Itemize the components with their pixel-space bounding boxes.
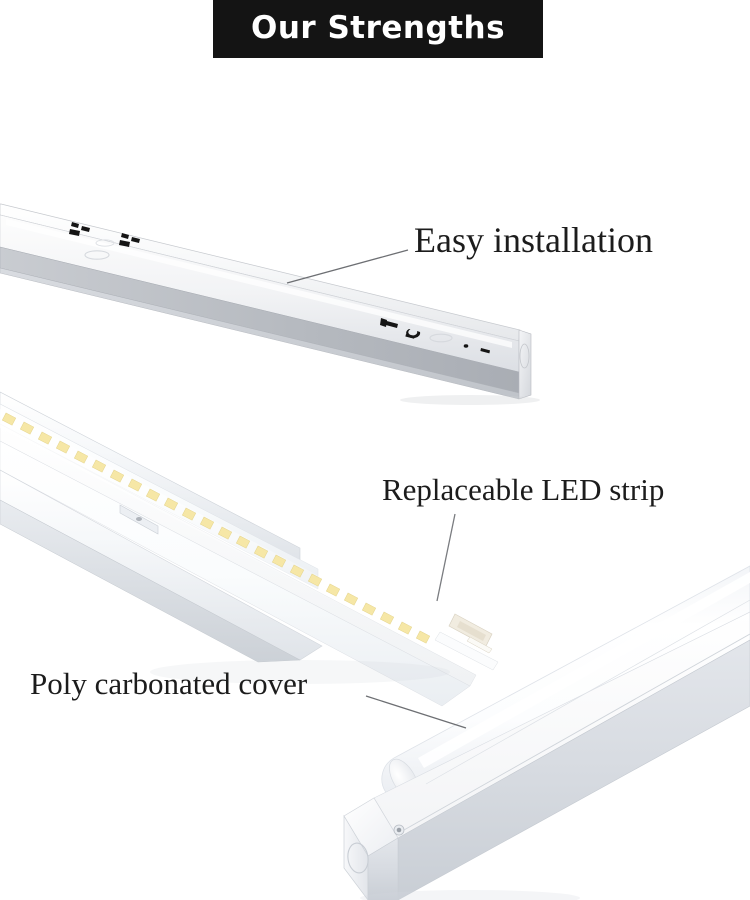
led-reflector-lower <box>0 440 471 707</box>
screw-icon <box>393 824 405 836</box>
product-led-strip-module <box>0 391 499 707</box>
fixture-end-cap-face <box>343 814 369 900</box>
channel-shadow <box>400 395 540 405</box>
page-title: Our Strengths <box>250 9 506 46</box>
keyhole-slot-icon <box>380 318 398 328</box>
callout-label-poly-carbonated-cover: Poly carbonated cover <box>30 666 308 701</box>
mount-hole-icon <box>480 348 490 354</box>
keyhole-slot-icon <box>69 222 90 236</box>
channel-end-cap <box>518 329 532 400</box>
callout-label-replaceable-led-strip: Replaceable LED strip <box>382 472 665 507</box>
led-module-shadow <box>150 660 450 684</box>
fixture-shadow <box>360 890 580 900</box>
channel-highlight <box>6 219 512 348</box>
callout-label-easy-installation: Easy installation <box>414 220 653 260</box>
fixture-seam-line <box>403 633 750 831</box>
knockout-circle-icon <box>84 250 110 260</box>
leader-line-poly-carbonated-cover <box>365 695 467 729</box>
knockout-circle-icon <box>95 239 115 247</box>
mount-hole-icon <box>463 344 469 348</box>
fixture-end-cap-front <box>367 837 399 900</box>
leader-line-replaceable-led-strip <box>436 513 456 602</box>
fixture-recess-seam <box>425 599 750 785</box>
led-strip-tip <box>434 631 499 671</box>
knockout-circle-icon <box>519 343 530 369</box>
product-assembled-fixture <box>343 565 750 900</box>
led-channel-underside <box>0 499 301 663</box>
leader-line-easy-installation <box>286 249 409 284</box>
mount-hole-icon <box>136 517 142 521</box>
led-strip-connector <box>448 613 493 654</box>
mount-hole-icon <box>405 329 421 339</box>
product-mounting-channel <box>0 203 540 405</box>
fixture-front-side <box>397 639 750 900</box>
led-chip-row <box>1 412 431 644</box>
knockout-circle-icon <box>429 333 453 343</box>
knockout-circle-icon <box>347 842 369 874</box>
keyhole-slot-icon <box>119 233 140 247</box>
diffuser-highlight <box>418 572 750 768</box>
header-banner: Our Strengths <box>213 0 543 58</box>
